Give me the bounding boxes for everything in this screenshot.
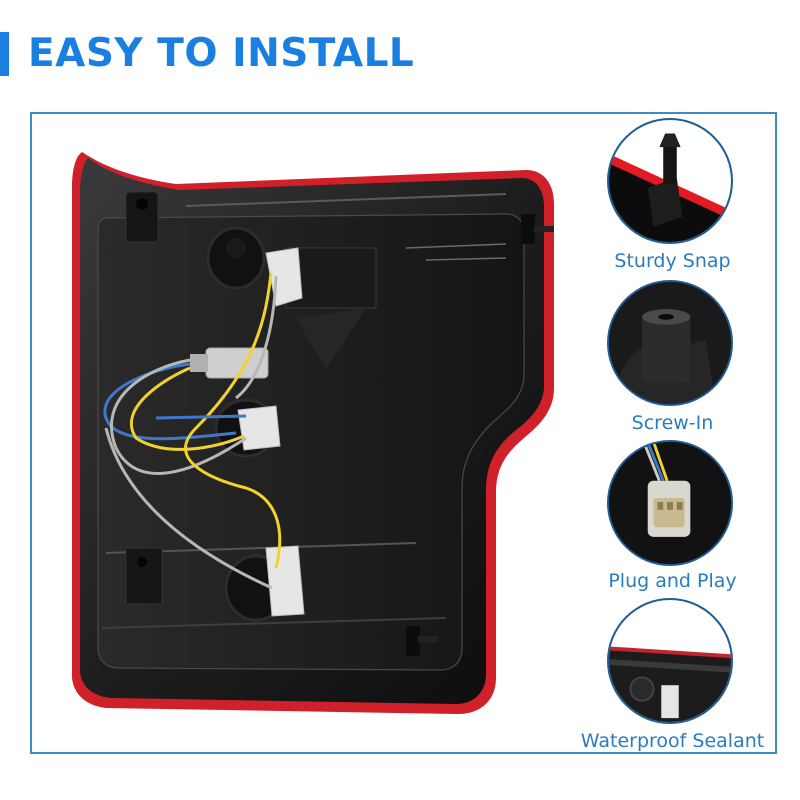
tail-light-image [66,148,566,723]
sealant-gasket-icon [607,598,733,724]
tail-light-illustration-icon [72,152,554,714]
feature-label: Plug and Play [608,570,737,592]
connector-plug-illustration-icon [609,442,731,564]
feature-label: Screw-In [631,412,714,434]
feature-label: Waterproof Sealant [580,730,765,752]
feature-label: Sturdy Snap [614,250,731,272]
header-accent-bar [0,32,9,76]
connector-plug-icon [607,440,733,566]
screw-post-illustration-icon [609,282,731,404]
header: EASY TO INSTALL [0,28,800,80]
snap-clip-icon [607,118,733,244]
snap-clip-illustration-icon [609,120,731,242]
page-title: EASY TO INSTALL [28,31,415,76]
screw-post-icon [607,280,733,406]
sealant-gasket-illustration-icon [609,600,731,722]
